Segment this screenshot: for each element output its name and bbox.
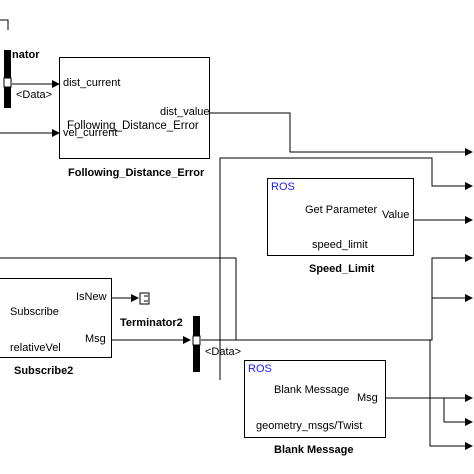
bus-label-2: <Data> [205, 346, 242, 358]
blank-message-block[interactable] [244, 360, 386, 438]
partial-block-label: nator [12, 49, 40, 61]
blank-message-body: Blank Message [274, 384, 350, 396]
blank-message-type: geometry_msgs/Twist [256, 420, 363, 432]
bus-selector-2-port [192, 335, 201, 346]
speed-limit-port-value: Value [382, 209, 410, 221]
blank-message-ros-header: ROS [248, 363, 272, 375]
speed-limit-caption: Speed_Limit [309, 263, 375, 275]
signal-line-dist-value [210, 112, 473, 156]
fde-caption: Following_Distance_Error [68, 167, 205, 179]
speed-limit-body: Get Parameter [305, 204, 378, 216]
subscribe2-caption: Subscribe2 [14, 365, 74, 377]
speed-limit-param: speed_limit [312, 239, 368, 251]
signal-line-routed-3 [0, 254, 473, 341]
port-dist-value: dist_value [160, 106, 210, 118]
port-dist-current: dist_current [63, 77, 121, 89]
subscribe2-port-msg: Msg [85, 333, 106, 345]
blank-message-port-msg: Msg [357, 392, 378, 404]
bus-selector-1-port [3, 77, 12, 88]
signal-line-routed-6 [429, 340, 473, 450]
subscribe2-block[interactable] [0, 278, 112, 358]
port-vel-current: vel_current [63, 127, 118, 139]
signal-line-routed-4 [431, 258, 473, 302]
subscribe2-body: Subscribe [10, 306, 59, 318]
signal-line-routed-5 [443, 398, 473, 426]
partial-block-edge [0, 19, 9, 30]
following-distance-error-block[interactable] [59, 57, 210, 159]
signal-line-routed-2 [219, 157, 473, 380]
terminator2-caption: Terminator2 [120, 317, 183, 329]
fde-body-text: Following_Distance_Error [67, 120, 199, 132]
bus-label-1: <Data> [16, 89, 53, 101]
terminator-icon[interactable] [139, 292, 150, 305]
blank-message-caption: Blank Message [274, 444, 354, 456]
subscribe2-topic: relativeVel [10, 342, 61, 354]
speed-limit-block[interactable] [267, 178, 414, 256]
subscribe2-port-isnew: IsNew [76, 291, 107, 303]
speed-limit-ros-header: ROS [271, 181, 295, 193]
